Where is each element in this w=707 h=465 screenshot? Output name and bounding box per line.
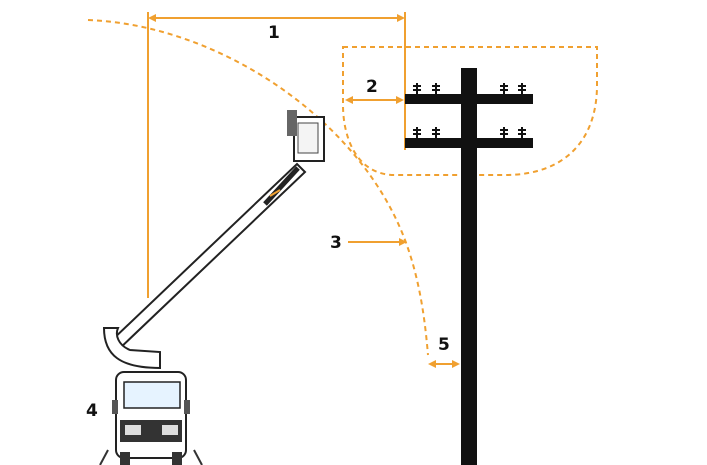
callout-reach-envelope [348,238,407,246]
label-pole-clearance: 5 [438,335,450,355]
dimension-line-clearance [345,96,404,104]
label-reach-envelope: 3 [330,233,342,253]
utility-pole-icon [405,68,533,465]
dimension-horizontal-reach [147,12,406,298]
label-horizontal-reach: 1 [268,23,280,43]
label-line-clearance: 2 [366,77,378,97]
bucket-truck-icon [99,110,325,465]
label-truck: 4 [86,401,98,421]
reach-envelope-arc [87,19,429,356]
insulator-icon [413,83,526,138]
line-clearance-zone [342,46,598,176]
dimension-pole-clearance [428,360,460,368]
